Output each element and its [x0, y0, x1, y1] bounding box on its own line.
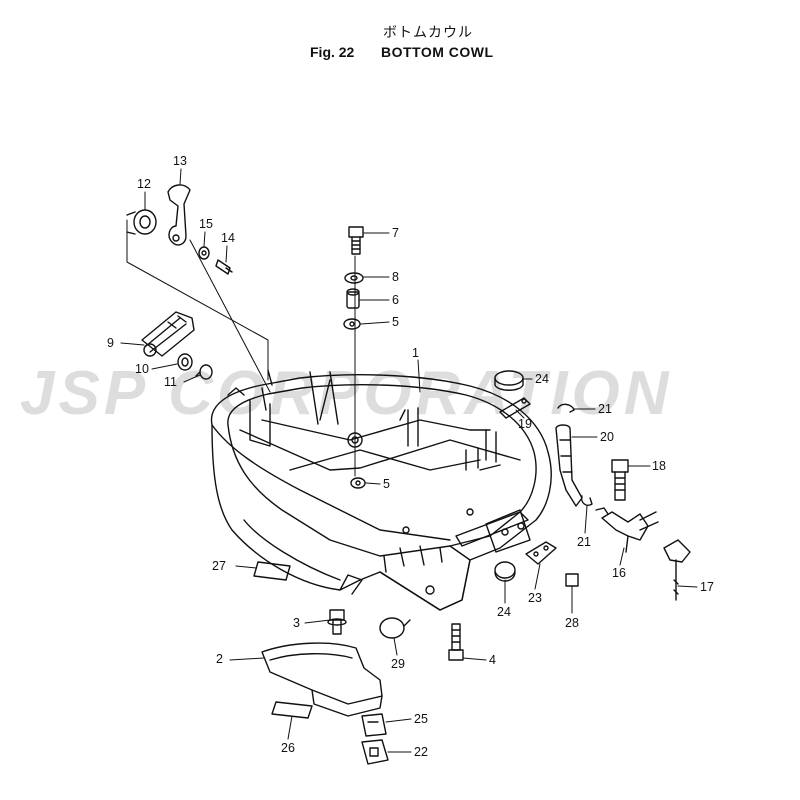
leader-11 [183, 374, 201, 383]
screw-front [327, 609, 347, 635]
hose-clip-lower [580, 495, 593, 506]
plug-round [379, 617, 411, 639]
leader-lines [120, 168, 698, 753]
leader-27 [235, 565, 257, 569]
assembly-lead-lines [126, 219, 271, 393]
washer-small [198, 246, 210, 260]
leader-15 [203, 231, 206, 247]
callout-3: 3 [293, 616, 300, 630]
plug-lower [494, 561, 516, 582]
leader-2 [229, 657, 265, 661]
collar [126, 209, 157, 235]
leader-5a [360, 321, 390, 325]
callout-21a: 21 [598, 402, 612, 416]
bolt-side [611, 459, 629, 501]
callout-22: 22 [414, 745, 428, 759]
callout-6: 6 [392, 293, 399, 307]
leader-26 [287, 715, 293, 740]
callout-24b: 24 [497, 605, 511, 619]
callout-15: 15 [199, 217, 213, 231]
grommet-upper [343, 318, 361, 330]
hose [555, 424, 583, 507]
grommet-lower [350, 477, 366, 489]
callout-7: 7 [392, 226, 399, 240]
callout-19: 19 [518, 417, 532, 431]
leader-5b [365, 482, 381, 485]
plug-upper [494, 370, 524, 391]
callout-28: 28 [565, 616, 579, 630]
leader-3 [304, 619, 331, 624]
callout-5a: 5 [392, 315, 399, 329]
figure-title: BOTTOM COWL [381, 44, 494, 60]
callout-21b: 21 [577, 535, 591, 549]
callout-11: 11 [164, 375, 177, 389]
callout-8: 8 [392, 270, 399, 284]
callout-18: 18 [652, 459, 666, 473]
primer-pull [663, 539, 691, 601]
leader-1 [417, 359, 421, 393]
callout-2: 2 [216, 652, 223, 666]
collar-small [195, 364, 213, 380]
callout-20: 20 [600, 430, 614, 444]
hose-clip-upper [557, 403, 575, 413]
clip [499, 397, 531, 419]
leader-17 [677, 585, 698, 588]
leader-10 [151, 363, 178, 370]
callout-12: 12 [137, 177, 151, 191]
leader-9 [120, 342, 145, 346]
callout-labels: 1 2 3 4 5 5 6 7 8 9 10 11 12 13 14 15 16… [107, 154, 714, 759]
lever-handle [141, 311, 195, 357]
label-small [565, 573, 579, 587]
fuel-connector [595, 507, 659, 553]
leader-21b [584, 505, 588, 534]
leader-19 [515, 409, 525, 419]
leader-29 [393, 637, 398, 656]
callout-26: 26 [281, 741, 295, 755]
leader-25 [385, 718, 412, 723]
leader-13 [179, 168, 182, 185]
leader-4 [462, 657, 487, 661]
title-japanese: ボトムカウル [383, 25, 473, 41]
callout-29: 29 [391, 657, 405, 671]
leader-16 [619, 547, 625, 566]
callout-13: 13 [173, 154, 187, 168]
callout-23: 23 [528, 591, 542, 605]
callout-17: 17 [700, 580, 714, 594]
callout-27: 27 [212, 559, 226, 573]
washer-top [344, 272, 364, 284]
screw-small [215, 259, 233, 275]
callout-1: 1 [412, 346, 419, 360]
bolt-top [348, 226, 364, 255]
sleeve [346, 288, 360, 309]
callout-9: 9 [107, 336, 114, 350]
figure-number: Fig. 22 [310, 44, 355, 60]
label-side [253, 561, 291, 581]
callout-5b: 5 [383, 477, 390, 491]
front-plate [261, 642, 383, 717]
bolt-front [448, 623, 464, 661]
cap [361, 713, 387, 737]
callout-14: 14 [221, 231, 235, 245]
callout-10: 10 [135, 362, 149, 376]
callout-16: 16 [612, 566, 626, 580]
bottom-cowl-housing [210, 369, 552, 611]
leader-23 [534, 563, 541, 590]
bush [177, 353, 193, 371]
callout-24a: 24 [535, 372, 549, 386]
label-bottom [271, 701, 313, 719]
grommet-plate [525, 541, 557, 565]
callout-25: 25 [414, 712, 428, 726]
hook-lever [167, 184, 191, 246]
callout-4: 4 [489, 653, 496, 667]
leader-14 [225, 245, 228, 263]
cap-lower [361, 739, 389, 765]
